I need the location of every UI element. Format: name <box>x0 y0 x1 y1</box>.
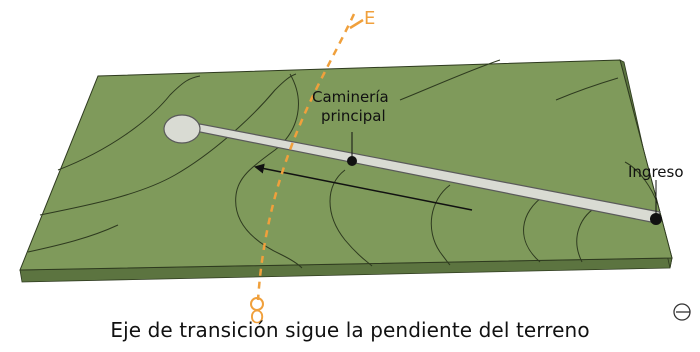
east-marker <box>349 18 364 30</box>
terrain-surface <box>19 59 673 271</box>
contour-lines <box>27 59 659 269</box>
main-path-point <box>347 156 357 166</box>
transition-axis <box>256 13 356 301</box>
walkway-roundabout <box>163 114 201 144</box>
main-path-label-line2: principal <box>321 107 386 125</box>
entrance-point <box>650 213 662 225</box>
figure-caption: Eje de transición sigue la pendiente del… <box>110 318 590 342</box>
slope-direction-arrow <box>254 163 473 211</box>
west-marker <box>250 297 264 311</box>
east-label: E <box>364 8 375 29</box>
main-path-label-line1: Caminería <box>312 88 389 106</box>
entrance-label: Ingreso <box>628 163 684 181</box>
compass-icon <box>673 303 691 321</box>
west-label: O <box>250 307 264 328</box>
main-walkway <box>163 114 661 224</box>
